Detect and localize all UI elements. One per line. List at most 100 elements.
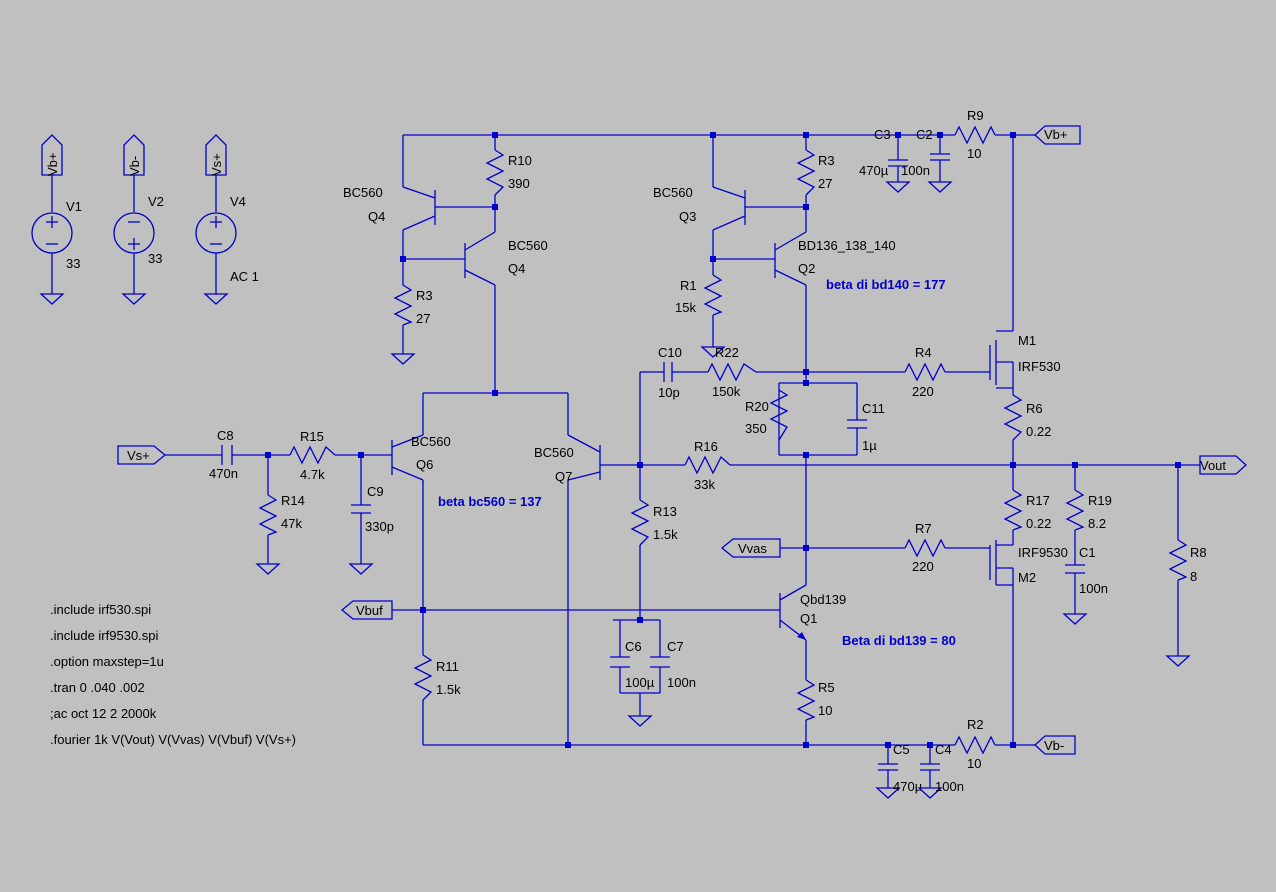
voltage-source-v1[interactable]: Vb+ V1 33 [31, 134, 82, 305]
capacitor-c3[interactable]: C3 470µ [859, 127, 910, 193]
resistor-r17[interactable]: R17 0.22 [1003, 489, 1051, 531]
r19-ref: R19 [1088, 493, 1112, 508]
resistor-r15[interactable]: R15 4.7k [289, 429, 336, 482]
transistor-q4[interactable]: BC560 Q4 [464, 231, 548, 286]
c9-ref: C9 [367, 484, 384, 499]
net-flag-vb-minus[interactable]: Vb- [1034, 735, 1076, 755]
transistor-q5[interactable]: BC560 Q4 [343, 185, 436, 231]
r22-value: 150k [712, 384, 741, 399]
capacitor-c7[interactable]: C7 100n [650, 639, 696, 690]
directive-line[interactable]: ;ac oct 12 2 2000k [50, 706, 157, 721]
m1-model: IRF530 [1018, 359, 1061, 374]
r1-value: 15k [675, 300, 696, 315]
v1-value: 33 [66, 256, 80, 271]
directive-line[interactable]: .option maxstep=1u [50, 654, 164, 669]
r7-ref: R7 [915, 521, 932, 536]
resistor-r12[interactable]: R3 27 [393, 284, 433, 326]
r20-value: 350 [745, 421, 767, 436]
net-flag-vs-plus-input[interactable] [117, 445, 167, 465]
capacitor-c4[interactable]: C4 100n [918, 742, 964, 799]
junction-dot [637, 617, 643, 623]
c5-ref: C5 [893, 742, 910, 757]
resistor-r2[interactable]: R2 10 [954, 717, 996, 771]
resistor-r14[interactable]: R14 47k [258, 493, 305, 536]
resistor-r6[interactable]: R6 0.22 [1003, 394, 1051, 490]
net-flag-vb-minus-v2[interactable] [123, 134, 145, 176]
resistor-r16[interactable]: R16 33k [684, 439, 731, 492]
net-flag-vb-plus[interactable] [1034, 125, 1081, 145]
r19-value: 8.2 [1088, 516, 1106, 531]
net-flag-vbuf[interactable]: Vbuf [340, 600, 780, 620]
junction-dot [803, 742, 809, 748]
net-flag-vout[interactable]: Vout [1199, 455, 1247, 475]
capacitor-c8[interactable]: C8 470n [209, 428, 238, 481]
c11-ref: C11 [862, 401, 885, 416]
spice-directives[interactable]: .include irf530.spi .include irf9530.spi… [50, 602, 296, 747]
ground-icon [928, 177, 952, 193]
c2-ref: C2 [916, 127, 933, 142]
r12-value: 27 [416, 311, 430, 326]
transistor-q7[interactable]: BC560 Q7 [534, 434, 640, 484]
c9-value: 330p [365, 519, 394, 534]
ground-icon [204, 289, 228, 305]
ground-icon [122, 289, 146, 305]
v1-ref: V1 [66, 199, 82, 214]
resistor-r8[interactable]: R8 8 [1168, 539, 1207, 584]
r10-value: 390 [508, 176, 530, 191]
directive-line[interactable]: .fourier 1k V(Vout) V(Vvas) V(Vbuf) V(Vs… [50, 732, 296, 747]
voltage-source-v2[interactable]: Vb- V2 33 [113, 134, 164, 305]
c5-value: 470µ [893, 779, 923, 794]
mosfet-m1[interactable]: M1 IRF530 [989, 320, 1061, 395]
resistor-r5[interactable]: R5 10 [796, 679, 835, 721]
r20-ref: R20 [745, 399, 769, 414]
q6-model: BC560 [411, 434, 451, 449]
r6-value: 0.22 [1026, 424, 1051, 439]
resistor-r1[interactable]: R1 15k [675, 274, 723, 316]
r4-ref: R4 [915, 345, 932, 360]
junction-dot [637, 462, 643, 468]
resistor-r4[interactable]: R4 220 [904, 345, 946, 399]
net-flag-vb-plus-v1[interactable] [41, 134, 63, 176]
q4-model: BC560 [508, 238, 548, 253]
r22-ref: R22 [715, 345, 739, 360]
resistor-r7[interactable]: R7 220 [904, 521, 946, 574]
junction-dot [400, 256, 406, 262]
resistor-r11[interactable]: R11 1.5k [413, 654, 461, 701]
net-flag-vvas[interactable]: Vvas [720, 538, 781, 558]
directive-line[interactable]: .include irf9530.spi [50, 628, 159, 643]
capacitor-c9[interactable]: C9 330p [351, 484, 394, 534]
r7-value: 220 [912, 559, 934, 574]
net-flag-v1-label: Vb+ [45, 153, 60, 177]
resistor-r3[interactable]: R3 27 [796, 149, 835, 196]
capacitor-c6[interactable]: C6 100µ [610, 639, 655, 690]
resistor-r20[interactable]: R20 350 [745, 389, 789, 441]
transistor-q2[interactable]: BD136_138_140 Q2 [774, 231, 896, 286]
capacitor-c1[interactable]: C1 100n [1065, 545, 1108, 596]
transistor-q3[interactable]: BC560 Q3 [653, 185, 746, 231]
junction-dot [803, 132, 809, 138]
resistor-r19[interactable]: R19 8.2 [1065, 489, 1112, 531]
capacitor-c11[interactable]: C11 1µ [847, 401, 885, 453]
junction-dot [1010, 462, 1016, 468]
net-flag-vs-plus-v4[interactable] [205, 134, 227, 176]
transistor-q6[interactable]: BC560 Q6 [391, 434, 451, 481]
q4-ref: Q4 [508, 261, 525, 276]
capacitor-c5[interactable]: C5 470µ [876, 742, 923, 799]
resistor-r10[interactable]: R10 390 [485, 149, 532, 196]
capacitor-c10[interactable]: C10 10p [658, 345, 682, 400]
resistor-r9[interactable]: R9 10 [954, 108, 996, 161]
voltage-source-v4[interactable]: Vs+ V4 AC 1 [195, 134, 259, 305]
resistor-r22[interactable]: R22 150k [707, 345, 757, 399]
directive-line[interactable]: .tran 0 .040 .002 [50, 680, 145, 695]
net-flag-vs-plus-input-label: Vs+ [127, 448, 150, 463]
directive-line[interactable]: .include irf530.spi [50, 602, 151, 617]
transistor-q1[interactable]: Qbd139 Q1 [779, 584, 846, 641]
capacitor-c2[interactable]: C2 100n [901, 127, 952, 193]
resistor-r13[interactable]: R13 1.5k [630, 499, 678, 546]
junction-dot [358, 452, 364, 458]
mosfet-m2[interactable]: IRF9530 M2 [989, 530, 1068, 745]
r3-ref: R3 [818, 153, 835, 168]
c1-ref: C1 [1079, 545, 1096, 560]
